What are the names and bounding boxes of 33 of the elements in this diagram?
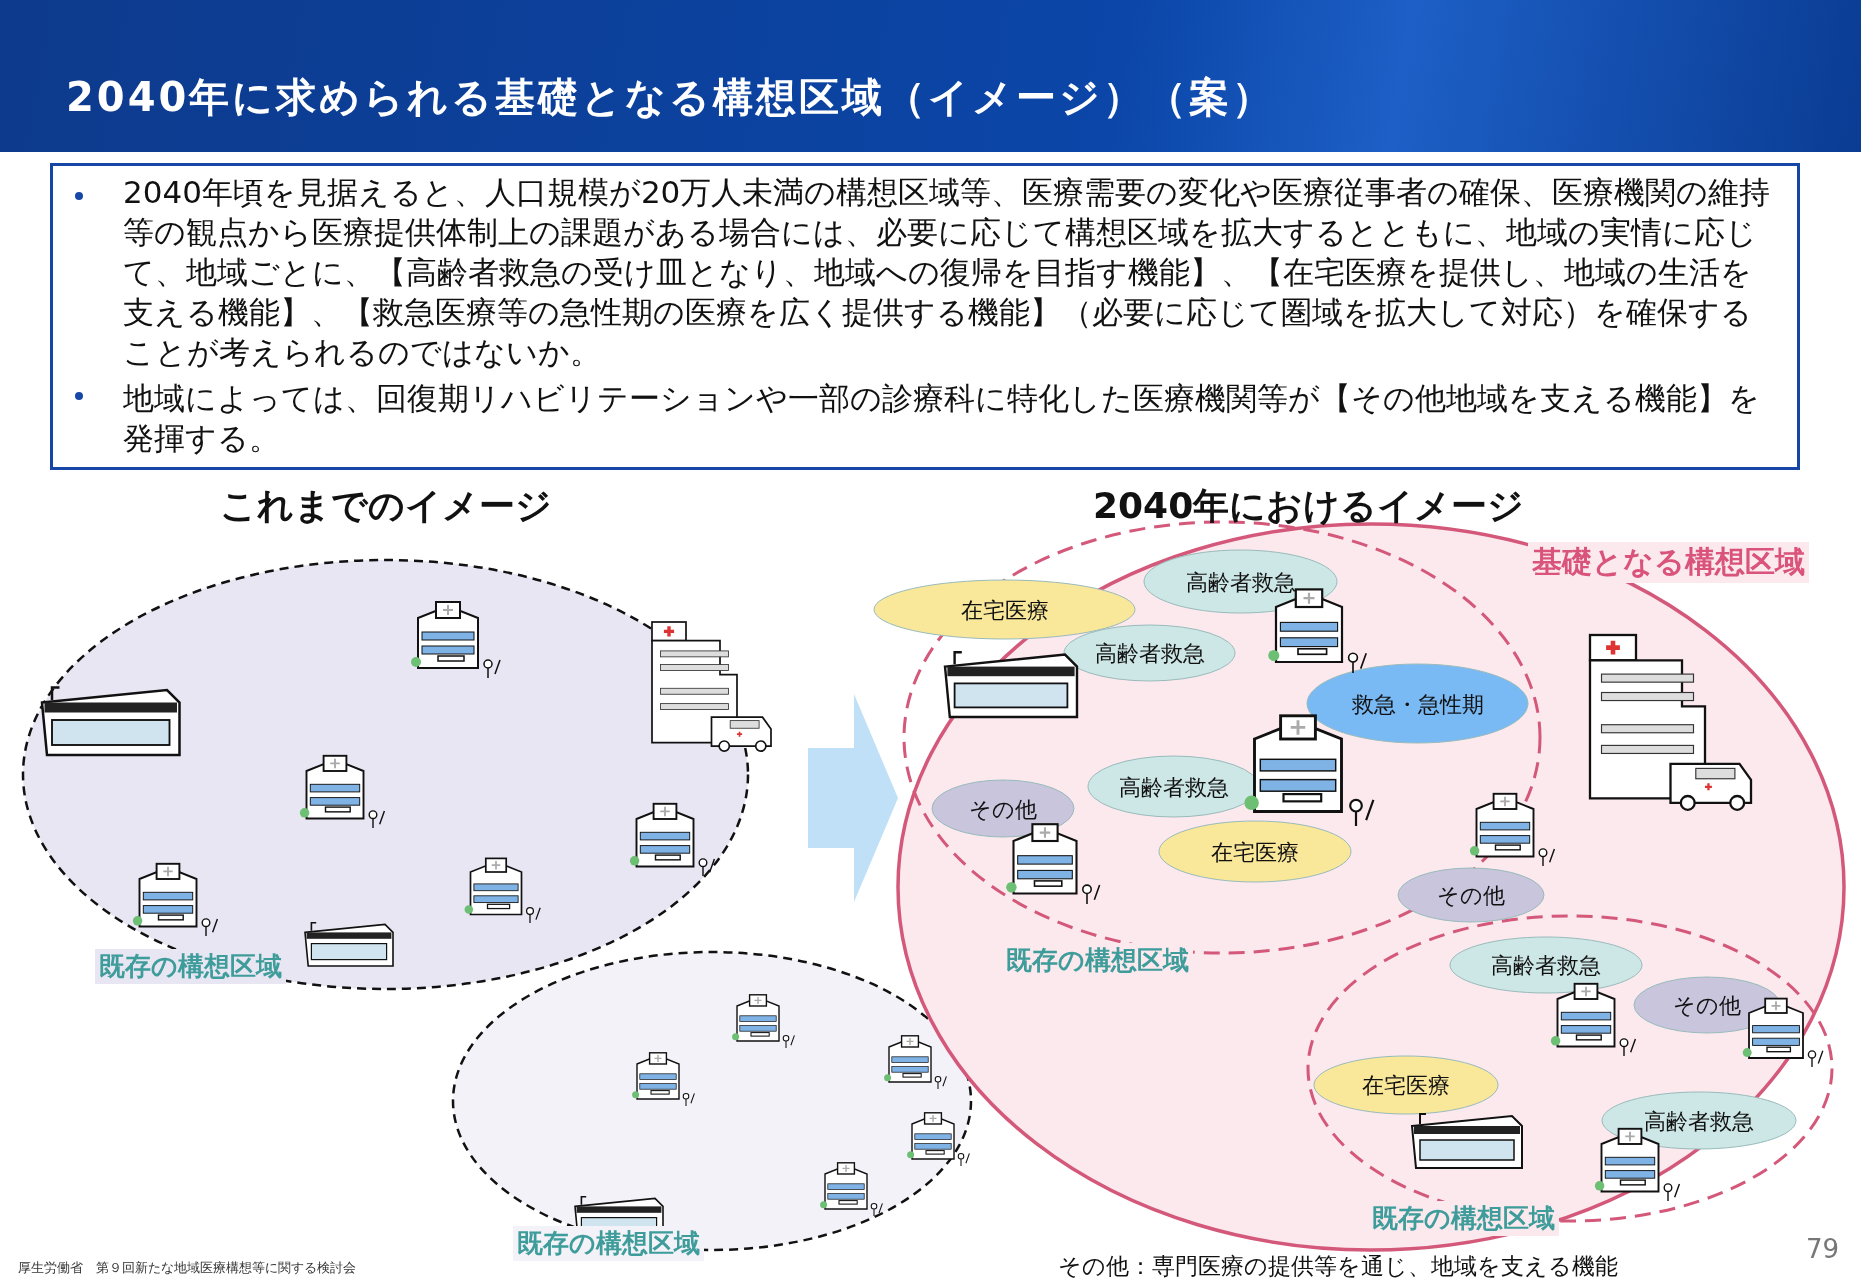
function-ellipse: [930, 778, 1076, 839]
arrow: [808, 694, 898, 902]
bullet-text: 地域によっては、回復期リハビリテーションや一部の診療科に特化した医療機関等が【その他地域を支える機能】を発揮する。: [123, 379, 1761, 458]
page-number: 79: [1806, 1234, 1840, 1264]
bullet-text: 2040年頃を見据えると、人口規模が20万人未満の構想区域等、医療需要の変化や医療従事者の確保、医療機関の維持等の観点から医療提供体制上の課題がある場合には、必要に応じて構想区域を拡大するとともに、地域の実情に応じて、地域ごとに、【高齢者救急の受け皿となり、地域への復帰を目指す機能】、【在宅医療を提供し、地域の生活を支える機能】、【救急医療等の急性期の医療を広く提供する機能】（必要に応じて圏域を拡大して対応）を確保することが考えられるのではないか。: [123, 173, 1772, 372]
region-label: 既存の構想区域: [513, 1226, 704, 1261]
text-box: [50, 163, 1800, 470]
function-label: 高齢者救急: [1490, 952, 1602, 980]
function-label: その他: [1436, 882, 1506, 910]
section-heading: 2040年におけるイメージ: [1093, 484, 1525, 528]
title: 2040年に求められる基礎となる構想区域（イメージ）（案）: [66, 73, 1276, 122]
function-ellipse: [1305, 662, 1530, 745]
function-label: 在宅医療: [959, 596, 1050, 625]
function-label: 高齢者救急: [1184, 568, 1297, 597]
function-label: 在宅医療: [1361, 1072, 1451, 1100]
function-label: 高齢者救急: [1117, 773, 1230, 802]
function-ellipse: [1600, 1090, 1798, 1151]
function-label: 高齢者救急: [1643, 1107, 1755, 1136]
function-ellipse: [1396, 866, 1546, 924]
function-ellipse: [872, 578, 1137, 641]
function-label: その他: [968, 795, 1038, 824]
function-label: 高齢者救急: [1093, 640, 1206, 668]
region-label: 既存の構想区域: [95, 949, 286, 984]
function-ellipse: [1448, 935, 1644, 995]
function-ellipse: [1312, 1054, 1500, 1116]
footnote: その他：専門医療の提供等を通じ、地域を支える機能: [1058, 1252, 1618, 1281]
region-label: 基礎となる構想区域: [1528, 542, 1809, 583]
function-label: その他: [1672, 992, 1742, 1020]
section-heading: これまでのイメージ: [220, 484, 552, 528]
source-note: 厚生労働省 第９回新たな地域医療構想等に関する検討会: [18, 1259, 356, 1277]
function-label: 在宅医療: [1210, 838, 1300, 867]
function-ellipse: [1157, 819, 1353, 884]
function-label: 救急・急性期: [1350, 690, 1485, 719]
